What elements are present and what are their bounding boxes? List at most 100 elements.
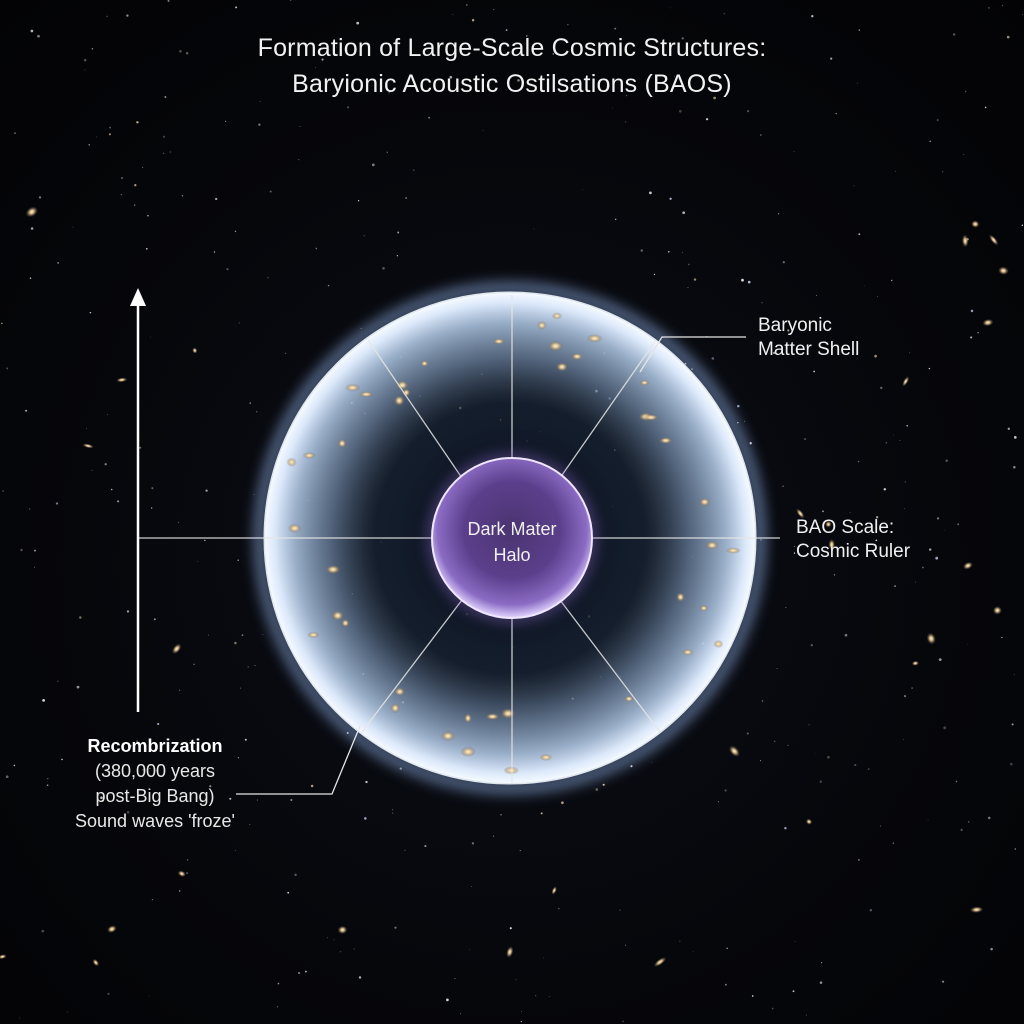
star bbox=[927, 819, 929, 821]
star bbox=[167, 0, 170, 2]
star bbox=[500, 814, 502, 816]
star bbox=[100, 796, 103, 800]
scale-label-line-2: Cosmic Ruler bbox=[796, 541, 911, 562]
star bbox=[29, 277, 32, 279]
star bbox=[30, 227, 34, 230]
star bbox=[803, 438, 807, 441]
star bbox=[612, 107, 613, 109]
star bbox=[819, 981, 823, 984]
star bbox=[681, 251, 683, 253]
star bbox=[894, 585, 897, 588]
star bbox=[928, 367, 931, 370]
star bbox=[238, 322, 240, 324]
star bbox=[234, 641, 237, 645]
star bbox=[1013, 465, 1016, 469]
star bbox=[267, 277, 269, 279]
star bbox=[25, 409, 27, 412]
star bbox=[880, 386, 883, 390]
star bbox=[771, 1007, 774, 1010]
star bbox=[88, 144, 90, 146]
star bbox=[814, 752, 816, 754]
star bbox=[928, 548, 932, 551]
star bbox=[811, 15, 814, 18]
star bbox=[747, 280, 751, 284]
star bbox=[746, 109, 750, 113]
star bbox=[229, 797, 232, 800]
shell-galaxy bbox=[699, 497, 711, 507]
shell-galaxy bbox=[503, 766, 520, 775]
star bbox=[741, 278, 744, 282]
star bbox=[967, 821, 970, 823]
star bbox=[202, 800, 204, 802]
background-galaxy bbox=[988, 234, 999, 246]
star bbox=[602, 783, 605, 786]
star bbox=[827, 755, 830, 759]
star bbox=[290, 798, 293, 802]
star bbox=[492, 835, 495, 837]
star bbox=[678, 109, 682, 113]
star bbox=[892, 434, 894, 436]
star bbox=[1009, 762, 1013, 766]
star bbox=[711, 357, 715, 360]
star bbox=[386, 151, 388, 153]
recombination-line-1: (380,000 years bbox=[94, 761, 216, 781]
star bbox=[885, 442, 888, 444]
star bbox=[987, 816, 991, 820]
star bbox=[819, 780, 822, 783]
star bbox=[41, 929, 45, 933]
star bbox=[595, 788, 599, 791]
star bbox=[162, 152, 165, 155]
shell-galaxy bbox=[639, 379, 650, 386]
star bbox=[622, 1020, 624, 1023]
star bbox=[614, 218, 617, 221]
star bbox=[315, 67, 316, 68]
star bbox=[915, 581, 916, 583]
star bbox=[849, 512, 851, 514]
star bbox=[761, 700, 764, 702]
star bbox=[454, 978, 456, 980]
recombination-leader-line bbox=[236, 725, 361, 795]
star bbox=[688, 263, 690, 266]
star bbox=[1006, 35, 1010, 39]
star bbox=[681, 37, 684, 40]
shell-galaxy bbox=[681, 648, 694, 656]
star bbox=[965, 90, 967, 93]
star bbox=[1013, 674, 1015, 676]
star bbox=[746, 732, 749, 735]
star bbox=[129, 744, 132, 748]
spoke-nw bbox=[367, 339, 463, 479]
star bbox=[693, 278, 697, 281]
star bbox=[724, 789, 727, 792]
background-galaxy bbox=[0, 954, 7, 960]
star bbox=[356, 21, 360, 25]
star bbox=[209, 785, 212, 788]
star bbox=[813, 370, 815, 373]
background-galaxy bbox=[962, 561, 973, 570]
star bbox=[205, 489, 208, 492]
shell-galaxy bbox=[676, 592, 685, 602]
star bbox=[548, 996, 550, 997]
shell-leader-line bbox=[639, 336, 746, 373]
star bbox=[365, 780, 368, 784]
star bbox=[287, 891, 290, 894]
background-galaxy bbox=[506, 946, 514, 958]
star bbox=[883, 488, 886, 491]
star bbox=[705, 118, 709, 121]
star bbox=[336, 46, 337, 48]
star bbox=[890, 279, 893, 282]
star bbox=[139, 446, 142, 449]
background-galaxy bbox=[92, 958, 100, 967]
title-line-1: Formation of Large-Scale Cosmic Structur… bbox=[257, 34, 767, 62]
star bbox=[935, 556, 939, 560]
star bbox=[844, 633, 848, 637]
background-galaxy bbox=[337, 925, 348, 935]
star bbox=[1013, 436, 1017, 439]
star bbox=[297, 971, 301, 975]
star bbox=[957, 523, 960, 526]
star bbox=[784, 826, 787, 830]
star bbox=[326, 937, 328, 939]
star bbox=[463, 90, 465, 92]
shell-galaxy bbox=[344, 383, 361, 392]
scale-label: BAO Scale: Cosmic Ruler bbox=[796, 516, 996, 564]
background-galaxy bbox=[828, 539, 835, 551]
